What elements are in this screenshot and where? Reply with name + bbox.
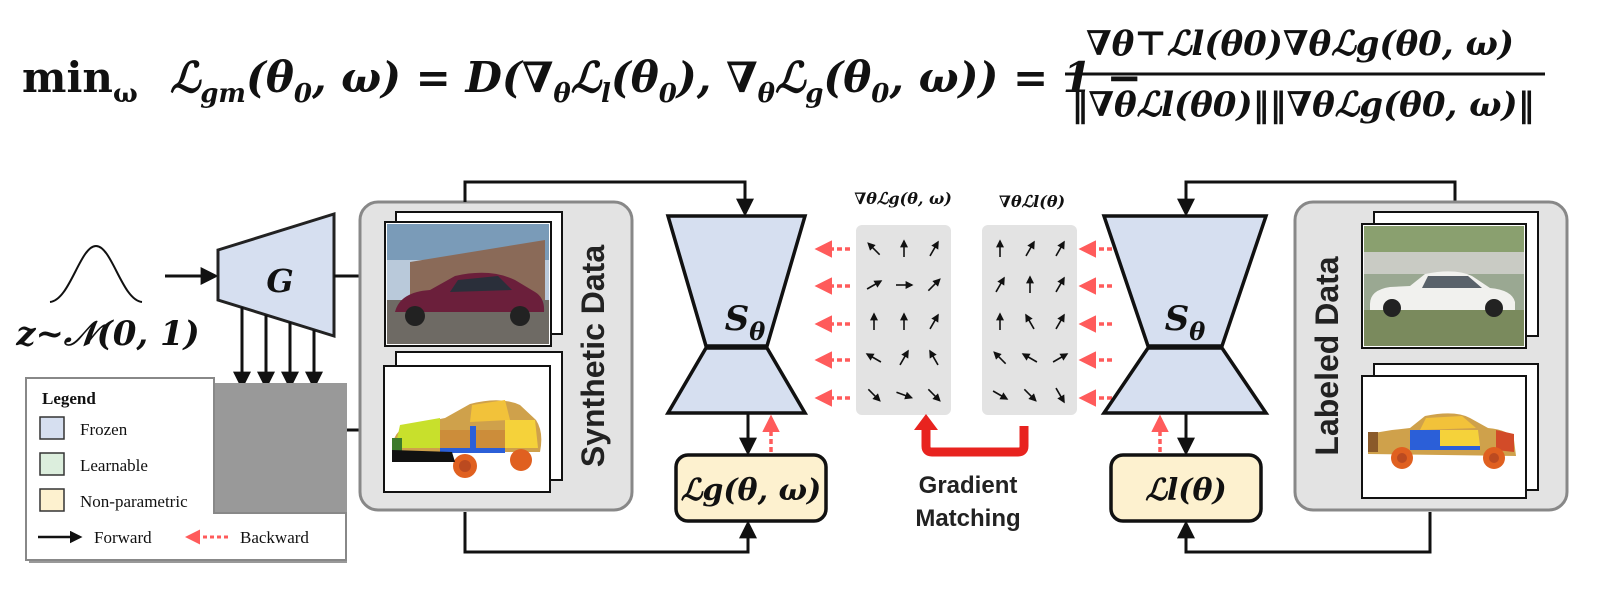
- legend-swatch-nonparametric: [39, 488, 65, 512]
- gradient-arrow-icon: [993, 351, 1007, 365]
- gradient-arrow-icon: [867, 242, 881, 256]
- gradient-arrow-icon: [995, 276, 1005, 293]
- synthetic-car-photo: [387, 224, 549, 344]
- gradient-arrow-icon: [929, 313, 939, 330]
- arrow-labeled-to-loss-l: [1177, 512, 1432, 554]
- gradient-arrow-icon: [899, 349, 909, 366]
- labeled-car-photo: [1364, 226, 1524, 346]
- labeled-car-mask: [1368, 413, 1516, 469]
- gradient-arrow-icon: [1055, 276, 1065, 293]
- legend-backward-label: Backward: [240, 528, 309, 547]
- noise-distribution: z~𝒩(0, 1): [15, 244, 200, 354]
- gradient-matching-line2: Matching: [915, 505, 1020, 532]
- backward-arrows-to-student-left: [814, 240, 850, 407]
- eq-min: minω: [22, 53, 138, 109]
- gradient-arrow-icon: [1023, 388, 1037, 402]
- arrow-labeled-to-student-right: [1177, 180, 1457, 217]
- legend: Legend Frozen Learnable Non-parametric F…: [25, 377, 347, 563]
- labeled-data-title: Labeled Data: [1309, 256, 1345, 455]
- loss-l-box: [1109, 453, 1263, 523]
- gradient-arrow-icon: [1025, 313, 1035, 330]
- gradient-arrow-icon: [1055, 313, 1065, 330]
- grad-l-label: ∇θℒl(θ): [999, 192, 1065, 211]
- student-left-encoder: [665, 214, 808, 348]
- gradient-arrow-icon: [1055, 240, 1065, 257]
- equation: minω ℒgm(θ0, ω) = D(∇θℒl(θ0), ∇θℒg(θ0, ω…: [22, 24, 1545, 125]
- student-right-decoder: [1100, 346, 1270, 415]
- gradient-arrow-icon: [866, 280, 883, 290]
- student-left-label: Sθ: [725, 299, 766, 346]
- student-right-encoder: [1101, 214, 1269, 348]
- gradient-arrow-icon: [896, 391, 914, 400]
- arrow-synthetic-to-student-left: [463, 180, 754, 217]
- gradient-arrows-labeled: [992, 239, 1069, 404]
- gradient-matching-arrow-body: [921, 426, 1029, 457]
- gradient-arrow-icon: [1025, 240, 1035, 257]
- gradient-arrow-icon: [867, 388, 881, 402]
- legend-frozen-label: Frozen: [80, 420, 128, 439]
- noise-label: z~𝒩(0, 1): [15, 314, 200, 354]
- gradient-arrow-icon: [1052, 353, 1069, 363]
- generator-label: G: [266, 262, 293, 300]
- legend-swatch-frozen: [39, 416, 65, 440]
- synthetic-data-title: Synthetic Data: [575, 245, 611, 467]
- eq-fraction-denominator: ‖∇θℒl(θ0)‖‖∇θℒg(θ0, ω)‖: [1071, 85, 1534, 125]
- legend-joint-cover: [27, 506, 213, 520]
- loss-g-box: [674, 453, 828, 523]
- loss-g-label: ℒg(θ, ω): [681, 473, 821, 508]
- gradient-arrow-icon: [929, 240, 939, 257]
- legend-nonparametric-label: Non-parametric: [80, 492, 188, 511]
- legend-learnable-label: Learnable: [80, 456, 148, 475]
- gradient-arrow-icon: [992, 390, 1009, 400]
- gradient-arrow-icon: [1055, 387, 1065, 404]
- synthetic-car-mask: [392, 400, 542, 478]
- grad-g-label: ∇θℒg(θ, ω): [854, 189, 952, 208]
- backward-arrows-to-student-right: [1078, 240, 1112, 407]
- gradient-matching-arrowhead-icon: [914, 414, 938, 430]
- gradient-matching-line1: Gradient: [919, 472, 1018, 499]
- gaussian-curve-icon: [49, 244, 143, 303]
- gradient-arrows-synthetic: [865, 239, 941, 402]
- loss-l-label: ℒl(θ): [1145, 473, 1226, 508]
- student-left-decoder: [664, 346, 809, 415]
- gradient-arrow-icon: [865, 353, 882, 363]
- arrow-synthetic-to-loss-g: [463, 512, 757, 554]
- legend-swatch-learnable: [39, 452, 65, 476]
- gradient-arrow-icon: [929, 349, 939, 366]
- eq-lhs: ℒgm(θ0, ω) = D(∇θℒl(θ0), ∇θℒg(θ0, ω)) = …: [170, 53, 1142, 109]
- legend-title: Legend: [42, 389, 96, 408]
- eq-fraction-numerator: ∇θ⊤ℒl(θ0)∇θℒg(θ0, ω): [1086, 24, 1514, 64]
- gradient-arrow-icon: [927, 388, 941, 402]
- gradient-arrow-icon: [927, 278, 941, 292]
- generator-block: [216, 211, 336, 339]
- gradient-arrow-icon: [1021, 353, 1038, 363]
- legend-forward-label: Forward: [94, 528, 152, 547]
- student-right-label: Sθ: [1165, 299, 1206, 346]
